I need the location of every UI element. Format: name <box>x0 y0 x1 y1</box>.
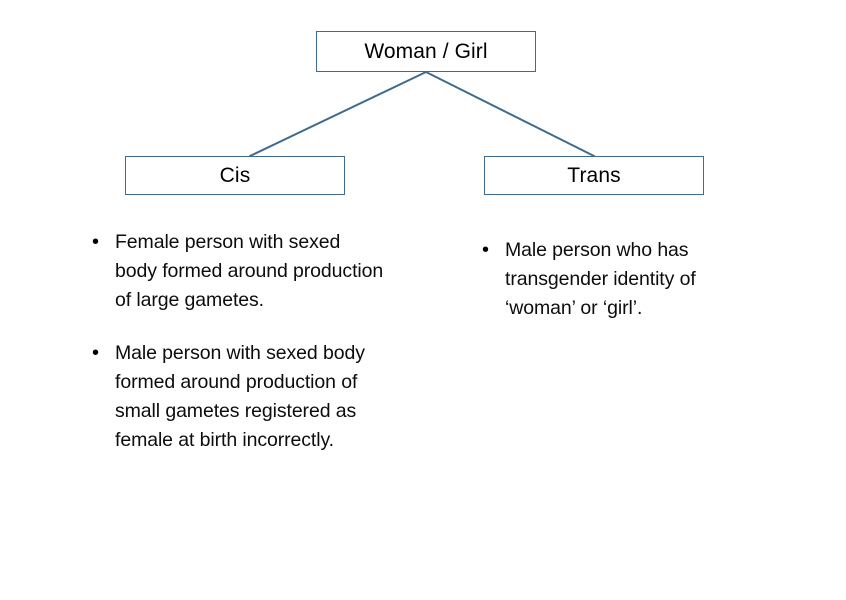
node-woman-girl[interactable]: Woman / Girl <box>316 31 536 72</box>
list-item: • Male person with sexed body formed aro… <box>86 339 386 455</box>
list-item-text: Male person with sexed body formed aroun… <box>115 342 365 451</box>
connector-root-to-trans <box>425 71 595 157</box>
bullet-point-icon: • <box>92 342 100 364</box>
bullet-column-trans: • Male person who has transgender identi… <box>476 236 726 323</box>
list-item: • Male person who has transgender identi… <box>476 236 726 323</box>
list-item-text: Female person with sexed body formed aro… <box>115 231 384 311</box>
node-trans[interactable]: Trans <box>484 156 704 195</box>
node-trans-label: Trans <box>567 164 621 187</box>
node-woman-girl-label: Woman / Girl <box>364 40 488 63</box>
bullet-column-cis: • Female person with sexed body formed a… <box>86 228 386 455</box>
bullet-point-icon: • <box>92 231 100 253</box>
list-item-text: Male person who has transgender identity… <box>505 239 696 319</box>
connector-root-to-cis <box>249 71 427 157</box>
list-item: • Female person with sexed body formed a… <box>86 228 386 315</box>
bullet-point-icon: • <box>482 239 490 261</box>
node-cis-label: Cis <box>219 164 251 187</box>
node-cis[interactable]: Cis <box>125 156 345 195</box>
